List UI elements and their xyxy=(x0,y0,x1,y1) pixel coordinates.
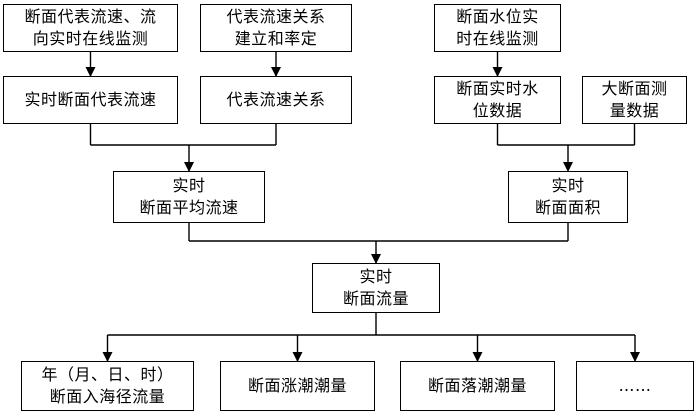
node-text-line: 实时断面代表流速 xyxy=(24,90,157,109)
node-text-line: 向实时在线监测 xyxy=(32,29,149,48)
node-cross-section-survey-data: 大断面测 量数据 xyxy=(582,76,687,124)
node-text-line: 断面水位实 xyxy=(456,7,539,26)
node-realtime-mean-velocity: 实时 断面平均流速 xyxy=(113,171,265,223)
node-text-line: 断面实时水 xyxy=(456,79,539,98)
node-realtime-water-level-data: 断面实时水 位数据 xyxy=(434,76,561,124)
node-text-line: 实时 xyxy=(359,267,393,286)
node-velocity-monitoring: 断面代表流速、流 向实时在线监测 xyxy=(3,4,178,52)
node-ebb-tide-volume: 断面落潮潮量 xyxy=(400,361,555,411)
node-text-line: 断面入海径流量 xyxy=(49,387,166,406)
node-representative-velocity-relation: 代表流速关系 xyxy=(200,76,352,124)
node-text-line: 年（月、日、时） xyxy=(41,365,174,384)
node-relation-establishment: 代表流速关系 建立和率定 xyxy=(200,4,352,52)
node-text-line: 代表流速关系 xyxy=(226,90,326,109)
node-text-line: 位数据 xyxy=(472,101,523,120)
node-text-line: 断面面积 xyxy=(534,198,601,217)
node-text-line: 量数据 xyxy=(609,101,660,120)
node-text-line: 实时 xyxy=(551,176,585,195)
node-more-ellipsis: …… xyxy=(576,361,694,411)
node-text-line: 建立和率定 xyxy=(234,29,318,48)
node-text-line: 断面落潮潮量 xyxy=(427,376,527,395)
node-flood-tide-volume: 断面涨潮潮量 xyxy=(220,361,375,411)
node-sea-inflow-runoff: 年（月、日、时） 断面入海径流量 xyxy=(21,361,194,411)
node-text-line: 时在线监测 xyxy=(456,29,539,48)
node-text-line: 断面流量 xyxy=(342,289,409,308)
node-text-line: 断面代表流速、流 xyxy=(24,7,157,26)
node-text-line: 断面平均流速 xyxy=(139,198,239,217)
node-realtime-section-area: 实时 断面面积 xyxy=(508,171,628,223)
node-text-line: 断面涨潮潮量 xyxy=(247,376,347,395)
node-text-line: 代表流速关系 xyxy=(226,7,326,26)
node-water-level-monitoring: 断面水位实 时在线监测 xyxy=(434,4,561,52)
node-realtime-representative-velocity: 实时断面代表流速 xyxy=(3,76,178,124)
node-text-line: 大断面测 xyxy=(601,79,668,98)
node-text-line: …… xyxy=(618,376,652,395)
node-realtime-section-discharge: 实时 断面流量 xyxy=(312,263,440,313)
node-text-line: 实时 xyxy=(172,176,206,195)
